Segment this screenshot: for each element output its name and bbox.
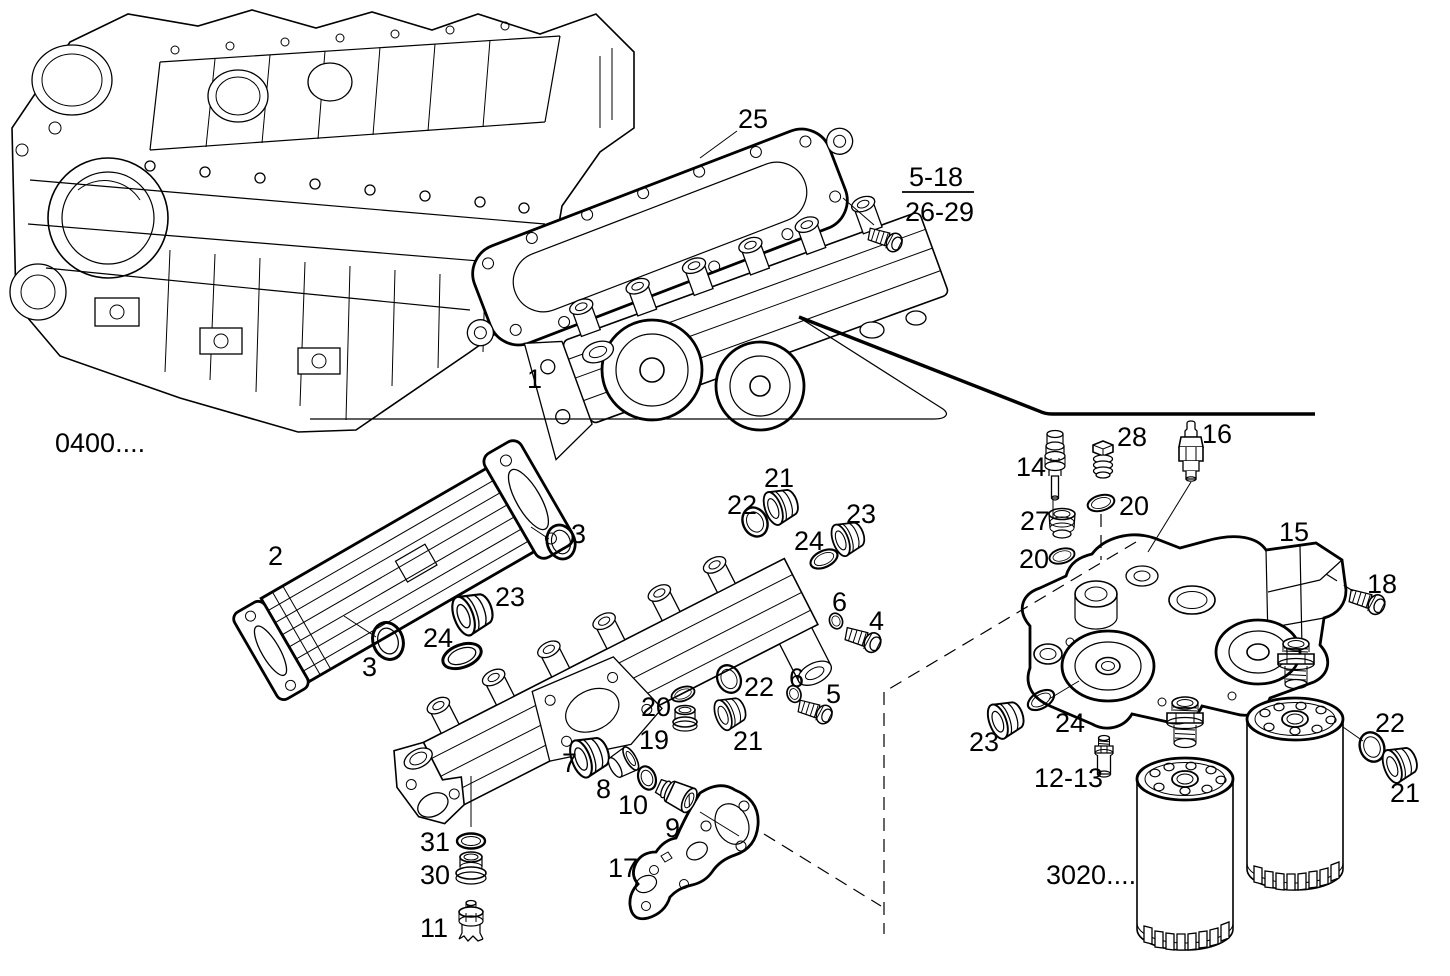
callout-24-top: 24 [794,526,824,556]
callout-2: 2 [268,541,283,571]
callout-24-right: 24 [1055,708,1085,738]
callout-17: 17 [608,853,638,883]
callout-25: 25 [738,104,768,134]
filter-union-left [1166,696,1204,749]
callout-20-right-lower: 20 [1019,544,1049,574]
gasket-17-drawing [628,784,760,921]
callout-30: 30 [420,860,450,890]
callout-20-mid: 20 [641,692,671,722]
callout-11: 11 [420,913,448,943]
callout-14: 14 [1016,452,1046,482]
plug-30 [455,851,487,885]
callout-21-right: 21 [1390,778,1420,808]
section-ref-filters: 3020.... [1046,860,1136,890]
callout-3-upper: 3 [571,519,586,549]
callout-22-right: 22 [1375,708,1405,738]
callout-9: 9 [665,813,680,843]
bolt-range-reference [842,191,974,255]
callout-8: 8 [596,774,611,804]
oil-cooler-2-drawing [232,439,575,702]
callout-28: 28 [1117,422,1147,452]
seal-20-right-upper [1084,491,1118,515]
dashed-assembly-lines [763,514,1354,934]
callout-31: 31 [420,827,450,857]
callout-22-top: 22 [727,490,757,520]
plug-28 [1092,440,1114,479]
callout-15: 15 [1279,517,1309,547]
plug-19 [672,704,698,732]
oil-cooler-housing-assembly-1 [523,195,949,461]
divider-bracket-lines [310,315,1315,420]
callout-6-lower: 6 [789,663,804,693]
callout-3-lower: 3 [362,652,377,682]
callout-12-13: 12-13 [1034,763,1103,793]
section-ref-engine-block: 0400.... [55,428,145,458]
leader-lines [343,130,1364,837]
gasket-25-drawing [466,127,854,347]
sensor-14 [1044,429,1066,501]
filter-head-15-drawing [1020,533,1348,730]
callout-16: 16 [1202,419,1232,449]
callout-18: 18 [1367,569,1397,599]
callout-19: 19 [639,725,669,755]
callout-5: 5 [826,679,841,709]
sensor-16 [1178,420,1204,483]
callout-23-left: 23 [495,582,525,612]
callout-1: 1 [527,364,542,394]
callout-27: 27 [1020,506,1050,536]
seal-31 [455,832,487,850]
callout-23-top: 23 [846,499,876,529]
callout-4: 4 [869,606,884,636]
valve-11 [458,899,484,942]
callout-22-mid: 22 [744,672,774,702]
oil-filter-right [1245,696,1345,892]
manifold-housing-drawing [393,555,833,825]
callout-20-right-upper: 20 [1119,491,1149,521]
bolt-range-denominator: 26-29 [905,197,974,227]
callout-24-left: 24 [423,623,453,653]
callout-10: 10 [618,790,648,820]
oil-filter-left [1135,756,1235,952]
callout-labels: 25 1 2 3 3 23 24 21 22 23 24 6 4 6 5 22 … [55,104,1420,943]
callout-21-top: 21 [764,463,794,493]
callout-23-right: 23 [969,727,999,757]
callout-21-mid: 21 [733,726,763,756]
callout-6-upper: 6 [832,587,847,617]
bolt-range-numerator: 5-18 [909,162,963,192]
callout-7: 7 [562,748,577,778]
